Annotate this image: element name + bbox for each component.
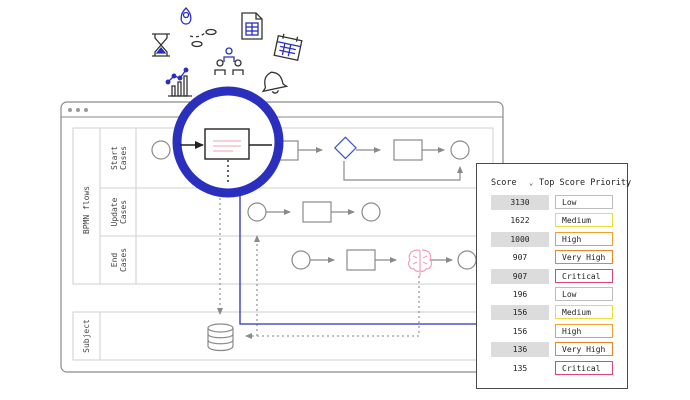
table-row[interactable]: 907 Very High [491,250,617,265]
score-cell: 136 [491,342,549,358]
score-cell: 156 [512,326,528,336]
table-row[interactable]: 156 High [491,323,617,339]
update-lane-flow [247,201,381,223]
priority-badge: Medium [555,305,613,320]
calendar-icon [273,33,303,62]
score-cell: 907 [491,268,549,284]
score-cell: 156 [491,305,549,321]
lane-group-label: BPMN flows [82,186,91,234]
lane-label-update: UpdateCases [110,197,128,226]
table-header: Score ⌄ Top Score Priority [491,178,631,188]
score-column-header[interactable]: Score [491,178,517,188]
table-row[interactable]: 156 Medium [491,305,617,321]
start-event[interactable] [151,140,171,160]
lane-label-subject: Subject [82,319,91,353]
gateway[interactable] [333,136,357,160]
location-pin-icon [180,7,217,48]
table-row[interactable]: 136 Very High [491,342,617,358]
top-score-column-header[interactable]: Top Score [539,178,586,188]
database-icon [207,323,234,352]
priority-badge: High [555,323,613,338]
window-dot-icon [84,108,88,112]
priority-badge: Medium [555,213,613,228]
chevron-down-icon[interactable]: ⌄ [529,179,534,187]
lane-label-start: StartCases [110,146,128,170]
score-cell: 1622 [510,216,530,226]
selected-task[interactable] [204,128,250,160]
priority-badge: Low [555,195,613,209]
score-cell: 907 [512,253,528,263]
priority-column-header[interactable]: Priority [590,178,632,188]
end-lane-flow [291,249,477,271]
table-row[interactable]: 907 Critical [491,268,617,284]
document-icon [241,12,263,40]
hourglass-icon [152,33,170,57]
brain-icon [408,249,432,276]
end-event[interactable] [361,202,381,222]
priority-badge: Low [555,287,613,301]
window-dot-icon [68,108,72,112]
window-dot-icon [76,108,80,112]
table-row[interactable]: 1000 High [491,231,617,247]
magnifier-lens [172,86,284,198]
bell-icon [261,71,289,94]
priority-badge: Critical [555,360,613,375]
data-connectors [217,178,420,339]
priority-badge: Critical [555,268,613,283]
score-cell: 196 [512,290,528,299]
end-event[interactable] [450,140,470,160]
priority-badge: Very High [555,342,613,357]
table-row[interactable]: 1622 Medium [491,213,617,228]
priority-badge: High [555,231,613,246]
table-row[interactable]: 196 Low [491,287,617,302]
score-cell: 135 [512,363,528,373]
table-row[interactable]: 135 Critical [491,360,617,376]
team-icon [214,47,244,75]
score-cell: 3130 [491,195,549,210]
priority-badge: Very High [555,250,613,265]
chart-icon [165,67,192,97]
table-row[interactable]: 3130 Low [491,195,617,210]
lane-label-end: EndCases [110,248,128,272]
score-cell: 1000 [491,231,549,247]
